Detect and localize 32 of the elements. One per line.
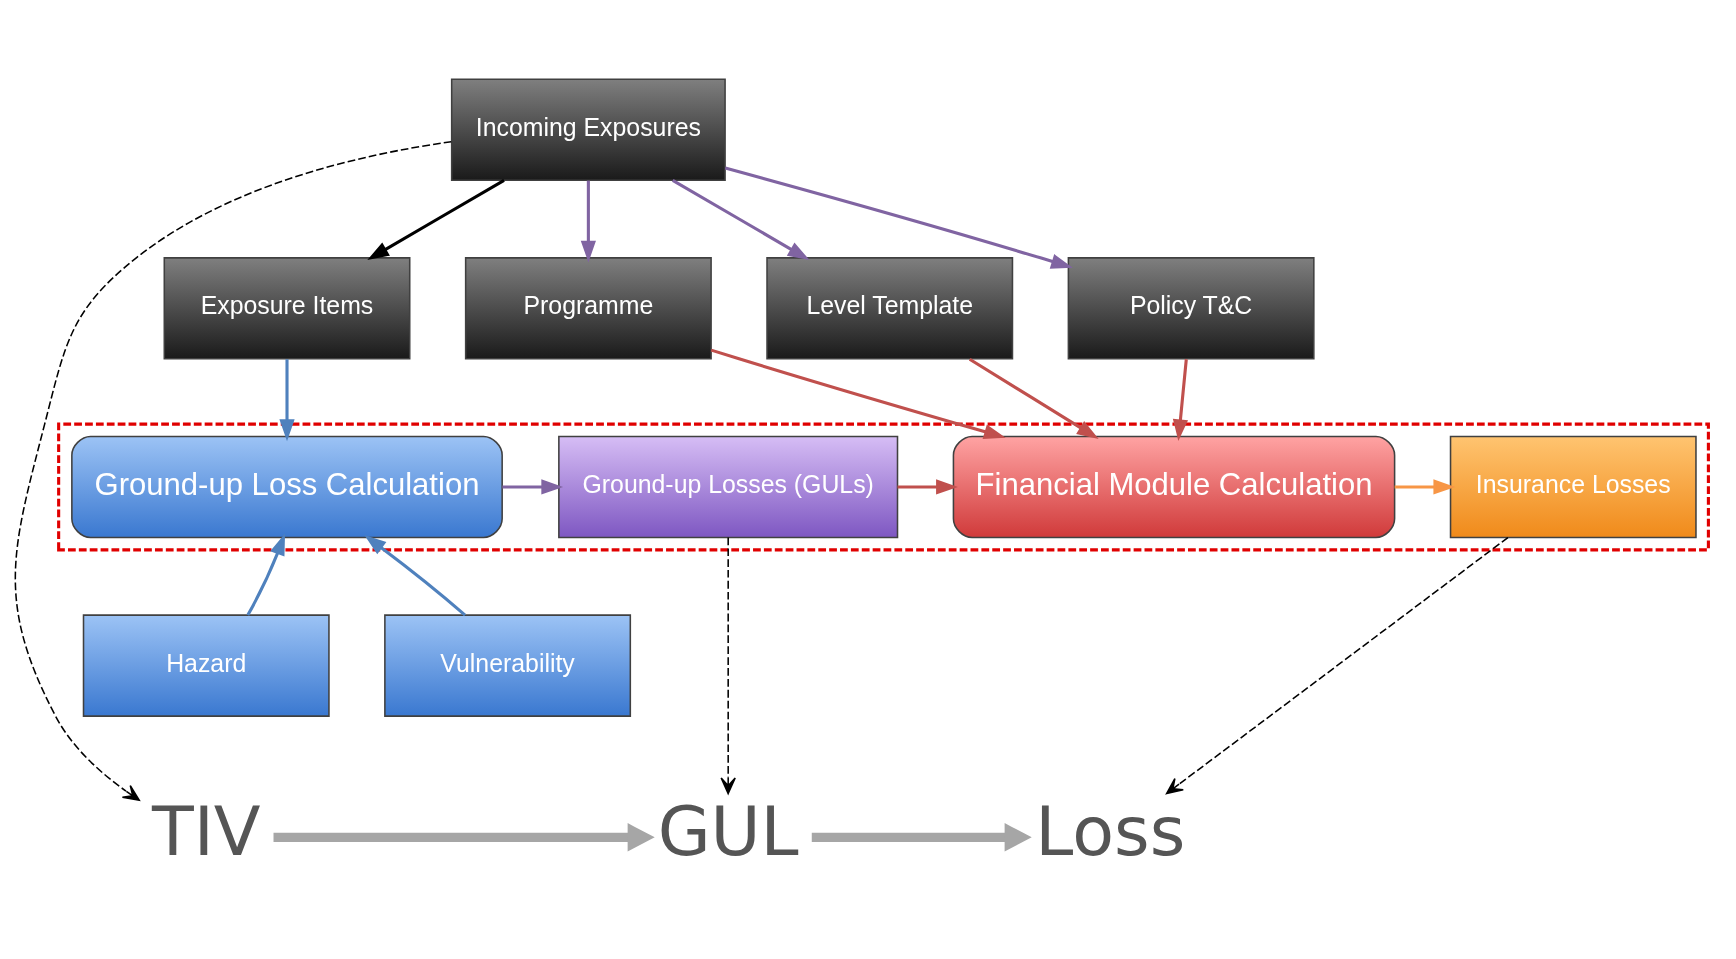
arrow bbox=[811, 822, 1032, 851]
arrow bbox=[273, 822, 655, 851]
node-box: Exposure Items bbox=[163, 256, 411, 360]
arrow bbox=[724, 166, 1073, 269]
node-box: Policy T&C bbox=[1067, 256, 1315, 360]
node-box: Financial Module Calculation bbox=[952, 435, 1396, 538]
arrow bbox=[246, 533, 286, 616]
arrow bbox=[502, 478, 564, 495]
arrow bbox=[968, 357, 1099, 439]
arrow bbox=[1394, 478, 1456, 495]
arrow bbox=[1165, 536, 1509, 794]
node-box: Vulnerability bbox=[384, 613, 632, 717]
arrow bbox=[364, 534, 467, 616]
node-box: Insurance Losses bbox=[1449, 435, 1697, 538]
arrow bbox=[897, 478, 958, 495]
node-box: Incoming Exposures bbox=[450, 77, 726, 181]
node-text: TIV bbox=[151, 791, 261, 871]
arrow bbox=[14, 140, 452, 801]
node-box: Ground-up Losses (GULs) bbox=[558, 435, 899, 538]
node-box: Level Template bbox=[766, 256, 1014, 360]
arrow bbox=[710, 348, 1006, 439]
node-text: GUL bbox=[657, 791, 799, 871]
node-box: Programme bbox=[464, 256, 712, 360]
node-box: Hazard bbox=[82, 613, 330, 717]
arrow bbox=[720, 536, 736, 794]
node-box: Ground-up Loss Calculation bbox=[71, 435, 503, 538]
arrow bbox=[279, 358, 295, 441]
arrow bbox=[1172, 358, 1189, 441]
node-text: Loss bbox=[1035, 791, 1186, 871]
arrow bbox=[367, 178, 505, 260]
arrow bbox=[580, 180, 596, 262]
arrow bbox=[671, 178, 810, 260]
